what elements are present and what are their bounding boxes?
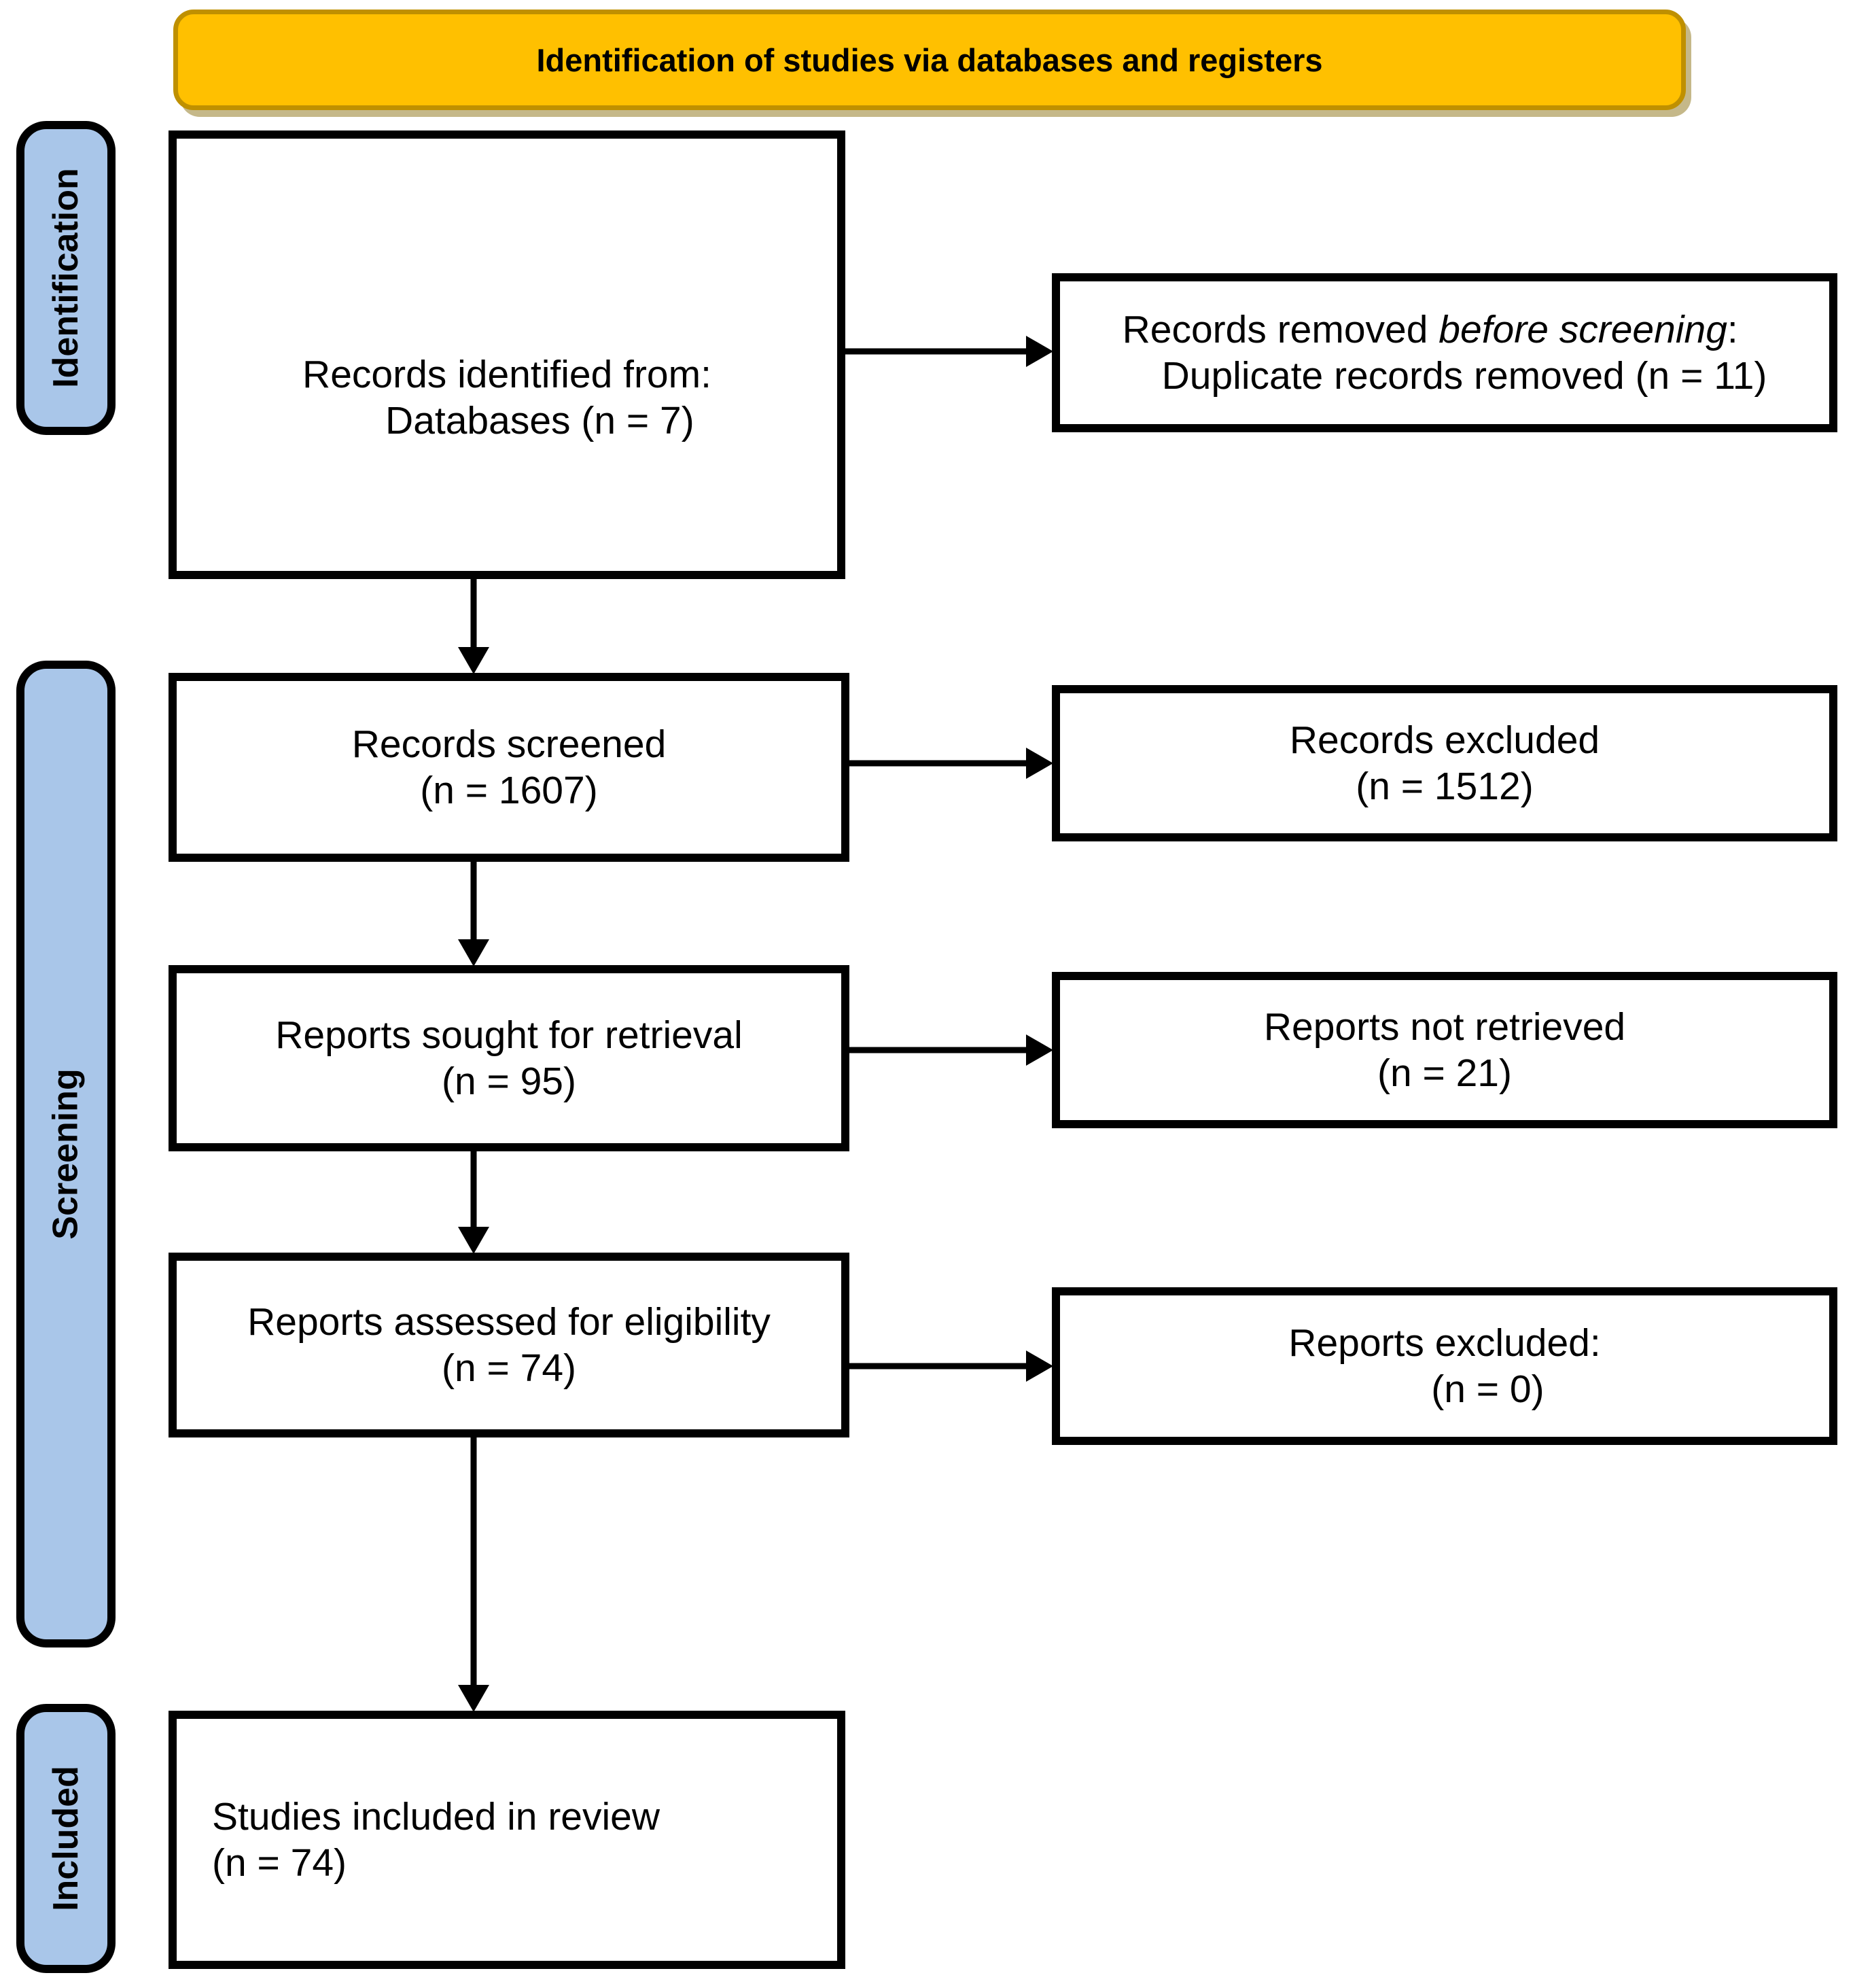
arrow-identified-to-screened — [457, 579, 491, 674]
box-reports-assessed-line1: Reports assessed for eligibility — [247, 1300, 771, 1344]
box-records-screened: Records screened (n = 1607) — [169, 673, 849, 862]
arrow-shaft — [844, 348, 1027, 355]
stage-screening-label: Screening — [46, 1068, 86, 1240]
stage-included-label: Included — [46, 1766, 86, 1911]
box-records-removed-line2: Duplicate records removed (n = 11) — [1161, 354, 1767, 398]
box-records-identified: Records identified from: Databases (n = … — [169, 130, 845, 579]
box-reports-excluded-content: Reports excluded: (n = 0) — [1288, 1320, 1600, 1413]
box-records-removed-line1: Records removed before screening: — [1123, 307, 1767, 353]
box-records-excluded-content: Records excluded (n = 1512) — [1290, 717, 1600, 810]
box-reports-assessed: Reports assessed for eligibility (n = 74… — [169, 1253, 849, 1437]
box-reports-assessed-line2: (n = 74) — [441, 1346, 577, 1390]
arrow-shaft — [848, 1047, 1027, 1053]
arrow-shaft — [470, 1150, 477, 1228]
arrow-shaft — [848, 760, 1027, 767]
arrow-head-icon — [458, 1685, 489, 1712]
box-records-screened-content: Records screened (n = 1607) — [352, 721, 667, 814]
box-records-removed-content: Records removed before screening: Duplic… — [1123, 307, 1767, 400]
box-records-identified-line1: Records identified from: — [302, 352, 711, 396]
box-records-excluded: Records excluded (n = 1512) — [1052, 685, 1837, 841]
arrow-screened-to-sought — [457, 860, 491, 966]
box-reports-excluded-line1: Reports excluded: — [1288, 1321, 1601, 1365]
box-reports-not-retrieved: Reports not retrieved (n = 21) — [1052, 972, 1837, 1128]
box-reports-sought: Reports sought for retrieval (n = 95) — [169, 965, 849, 1151]
stage-screening: Screening — [16, 661, 116, 1647]
header-banner: Identification of studies via databases … — [173, 10, 1686, 110]
stage-included: Included — [16, 1704, 116, 1973]
arrow-head-icon — [458, 1227, 489, 1254]
arrow-head-icon — [458, 939, 489, 966]
box-records-screened-line2: (n = 1607) — [420, 769, 598, 812]
arrow-assessed-to-included — [457, 1436, 491, 1712]
box-studies-included-content: Studies included in review (n = 74) — [212, 1794, 660, 1887]
arrow-sought-to-not-retrieved — [848, 1033, 1053, 1067]
box-reports-assessed-content: Reports assessed for eligibility (n = 74… — [247, 1299, 771, 1392]
box-studies-included: Studies included in review (n = 74) — [169, 1711, 845, 1969]
box-reports-excluded: Reports excluded: (n = 0) — [1052, 1287, 1837, 1445]
stage-identification: Identification — [16, 121, 116, 435]
arrow-sought-to-assessed — [457, 1150, 491, 1254]
box-records-identified-content: Records identified from: Databases (n = … — [302, 266, 711, 444]
arrow-screened-to-excluded — [848, 746, 1053, 780]
box-records-removed: Records removed before screening: Duplic… — [1052, 273, 1837, 432]
arrow-shaft — [470, 579, 477, 648]
box-records-excluded-line2: (n = 1512) — [1356, 765, 1534, 808]
arrow-head-icon — [1026, 748, 1053, 779]
box-records-screened-line1: Records screened — [351, 722, 667, 766]
box-studies-included-line1: Studies included in review — [212, 1794, 660, 1838]
box-reports-sought-content: Reports sought for retrieval (n = 95) — [275, 1012, 742, 1105]
box-records-excluded-line1: Records excluded — [1289, 718, 1600, 762]
stage-identification-label: Identification — [46, 168, 86, 388]
records-removed-italic: before screening — [1439, 307, 1727, 351]
arrow-shaft — [470, 1436, 477, 1686]
box-reports-not-retrieved-content: Reports not retrieved (n = 21) — [1264, 1004, 1625, 1097]
box-records-identified-line2: Databases (n = 7) — [385, 399, 694, 442]
box-reports-excluded-line2: (n = 0) — [1431, 1367, 1545, 1411]
arrow-head-icon — [1026, 336, 1053, 367]
box-reports-not-retrieved-line2: (n = 21) — [1377, 1051, 1512, 1095]
box-studies-included-line2: (n = 74) — [212, 1841, 347, 1885]
arrow-identified-to-removed — [844, 334, 1053, 368]
records-removed-suffix: : — [1727, 307, 1738, 351]
records-removed-prefix: Records removed — [1122, 307, 1439, 351]
arrow-shaft — [470, 860, 477, 941]
box-reports-sought-line2: (n = 95) — [441, 1060, 576, 1103]
header-title: Identification of studies via databases … — [536, 41, 1323, 78]
box-reports-sought-line1: Reports sought for retrieval — [275, 1013, 743, 1057]
arrow-assessed-to-reports-excluded — [848, 1349, 1053, 1383]
box-reports-not-retrieved-line1: Reports not retrieved — [1263, 1005, 1626, 1049]
arrow-shaft — [848, 1363, 1027, 1370]
arrow-head-icon — [1026, 1034, 1053, 1066]
arrow-head-icon — [1026, 1350, 1053, 1382]
arrow-head-icon — [458, 647, 489, 674]
